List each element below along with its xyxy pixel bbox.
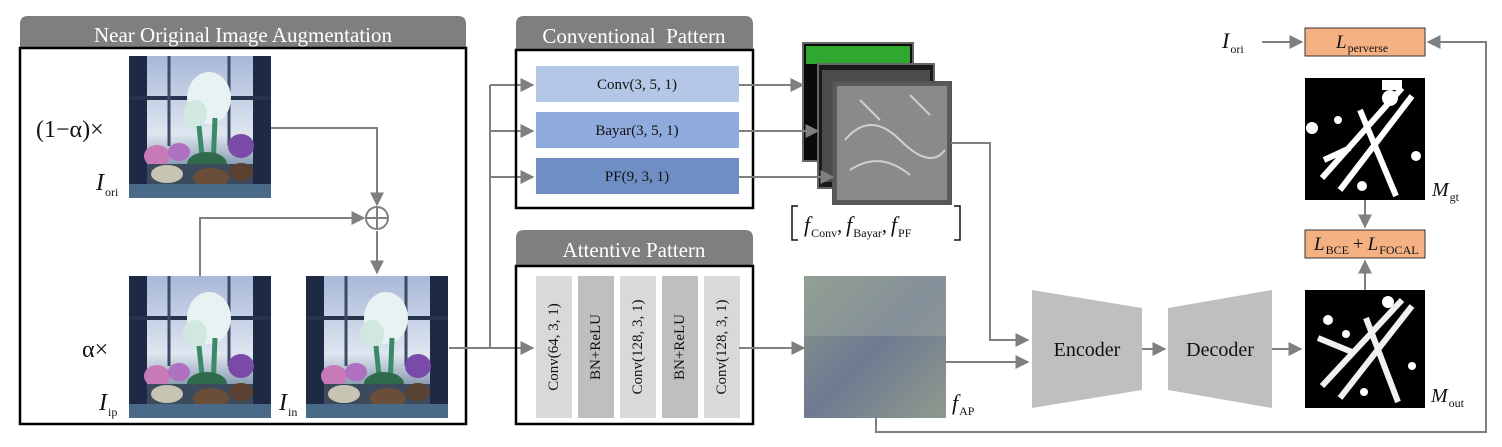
near-augmentation-panel: Near Original Image Augmentation (1−α)× … bbox=[18, 16, 468, 426]
original-image bbox=[129, 56, 271, 198]
label-i-ip: Iip bbox=[98, 390, 117, 419]
bce-focal-loss-box bbox=[1304, 229, 1426, 259]
branch-arrows bbox=[449, 78, 535, 355]
coefficient-one-minus-alpha: (1−α)× bbox=[36, 117, 104, 143]
attentive-title: Attentive Pattern bbox=[563, 238, 706, 262]
attentive-panel: Attentive Pattern Conv(64, 3, 1) BN+ReLU C… bbox=[514, 230, 755, 426]
attentive-layer-box bbox=[704, 276, 740, 418]
attentive-layer-label: BN+ReLU bbox=[672, 314, 688, 380]
near-title-tab bbox=[20, 16, 466, 48]
conventional-layer-label: Bayar(3, 5, 1) bbox=[595, 123, 678, 139]
attentive-title-tab bbox=[516, 230, 753, 266]
attentive-layer-box bbox=[662, 276, 698, 418]
attentive-layer-label: Conv(64, 3, 1) bbox=[546, 303, 562, 391]
label-m-gt: Mgt bbox=[1431, 179, 1460, 204]
perverse-loss-label: Lperverse bbox=[1335, 32, 1388, 55]
attentive-layer-label: Conv(128, 3, 1) bbox=[714, 300, 730, 395]
bracket-right bbox=[954, 205, 961, 241]
encoder-label: Encoder bbox=[1054, 339, 1121, 361]
feature-map-pf-inner bbox=[837, 86, 947, 200]
feature-tuple: fConv,fBayar,fPF bbox=[804, 212, 912, 240]
encoder-block bbox=[1032, 290, 1142, 408]
conventional-layer-box bbox=[536, 66, 739, 102]
attentive-layer-box bbox=[578, 276, 614, 418]
coefficient-alpha: α× bbox=[82, 337, 108, 363]
bce-focal-loss-label: LBCE+LFOCAL bbox=[1313, 234, 1419, 257]
conventional-layer-label: PF(9, 3, 1) bbox=[605, 169, 669, 185]
conventional-layer-box bbox=[536, 112, 739, 148]
label-i-ori: Iori bbox=[95, 170, 119, 199]
attentive-layer-box bbox=[620, 276, 656, 418]
label-i-ori-loss: Iori bbox=[1221, 28, 1244, 56]
conventional-feature-label: fConv,fBayar,fPF bbox=[791, 205, 961, 241]
arrow-fap-to-perverse bbox=[875, 35, 1487, 433]
near-title: Near Original Image Augmentation bbox=[94, 23, 392, 47]
decoder-block bbox=[1168, 290, 1272, 408]
conventional-frame bbox=[514, 48, 755, 210]
conventional-layer-label: Conv(3, 5, 1) bbox=[597, 77, 677, 93]
bracket-left bbox=[791, 205, 798, 241]
feature-map-pf-texture bbox=[844, 94, 946, 176]
arrow-conventional-to-encoder bbox=[951, 142, 1030, 347]
perverse-loss-box bbox=[1304, 27, 1426, 57]
input-image bbox=[306, 276, 448, 418]
attentive-feature-map-haze bbox=[804, 276, 946, 336]
attentive-layer-box bbox=[536, 276, 572, 418]
attentive-layer-label: Conv(128, 3, 1) bbox=[630, 300, 646, 395]
label-f-ap: fAP bbox=[952, 390, 975, 418]
decoder-label: Decoder bbox=[1186, 339, 1254, 361]
feature-map-conv-band bbox=[806, 46, 910, 64]
inpainted-image bbox=[129, 276, 271, 418]
attentive-layer-label: BN+ReLU bbox=[588, 314, 604, 380]
conventional-layer-box bbox=[536, 158, 739, 194]
output-mask bbox=[1305, 290, 1425, 408]
conventional-title: Conventional Pattern bbox=[542, 24, 726, 48]
label-i-in: Iin bbox=[278, 390, 297, 419]
attentive-frame bbox=[514, 264, 755, 426]
ground-truth-mask bbox=[1305, 78, 1425, 200]
conventional-feature-stack bbox=[802, 42, 952, 205]
conventional-panel: Conventional Pattern Conv(3, 5, 1) Bayar(… bbox=[514, 16, 755, 210]
arrow-ip-to-sum bbox=[199, 211, 366, 276]
conventional-title-tab bbox=[516, 16, 753, 50]
label-m-out: Mout bbox=[1430, 385, 1465, 410]
near-panel-frame bbox=[18, 46, 468, 426]
arrow-ori-to-sum bbox=[271, 127, 384, 207]
